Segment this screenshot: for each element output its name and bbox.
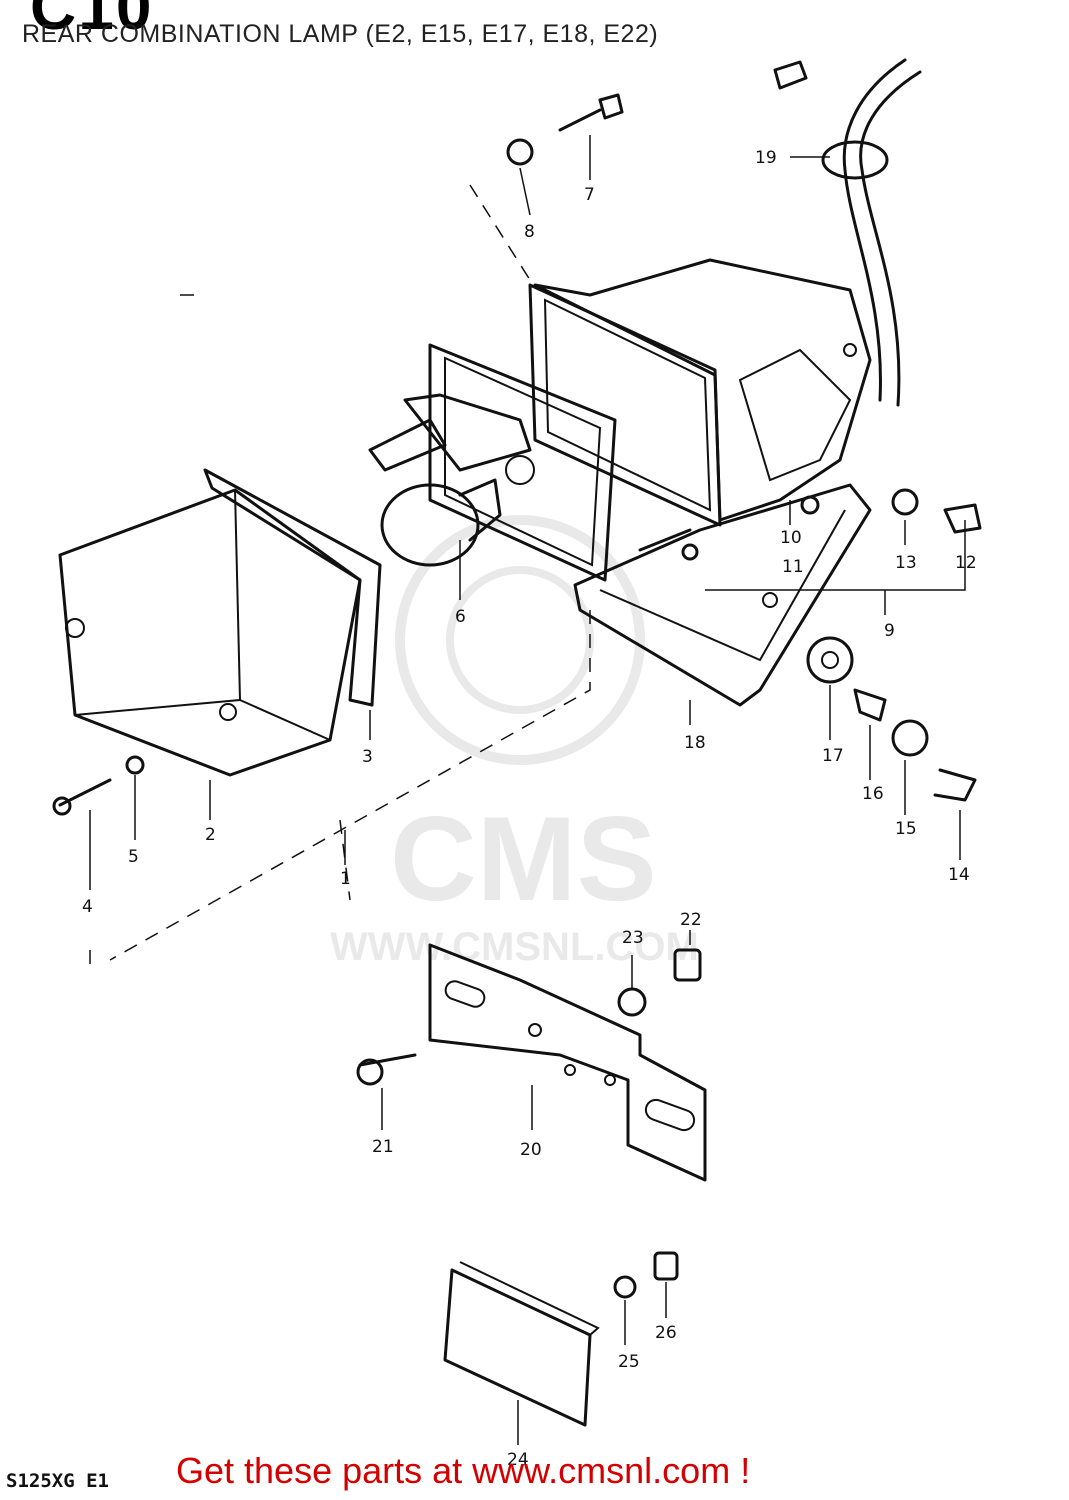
callout-labels: 1 2 3 4 5 6 7 8 9 10 11 12 13 14 15 16 1… — [82, 148, 977, 1470]
license-housing-part — [573, 483, 872, 707]
callout-19: 19 — [755, 148, 777, 168]
callout-7: 7 — [584, 185, 595, 205]
housing-part — [528, 258, 872, 527]
cms-watermark: CMS WWW.CMSNL.COM — [330, 515, 699, 969]
callout-11: 11 — [782, 557, 804, 577]
lens-part — [58, 488, 362, 777]
callout-20: 20 — [520, 1140, 542, 1160]
reflector-part — [443, 1251, 679, 1427]
bulb-part — [368, 418, 502, 567]
alignment-lines — [89, 184, 591, 970]
callout-22: 22 — [680, 910, 702, 930]
callout-10: 10 — [780, 528, 802, 548]
callout-26: 26 — [655, 1323, 677, 1343]
callout-4: 4 — [82, 897, 93, 917]
callout-3: 3 — [362, 747, 373, 767]
callout-14: 14 — [948, 865, 970, 885]
callout-25: 25 — [618, 1352, 640, 1372]
fasteners — [52, 93, 982, 816]
figure-code: C10 — [30, 0, 154, 43]
callout-13: 13 — [895, 553, 917, 573]
callout-5: 5 — [128, 847, 139, 867]
callout-23: 23 — [622, 928, 644, 948]
wire-harness — [773, 58, 922, 407]
callout-6: 6 — [455, 607, 466, 627]
callout-12: 12 — [955, 553, 977, 573]
model-code: S125XG E1 — [6, 1470, 109, 1492]
callout-24: 24 — [507, 1450, 529, 1470]
base-plate-part — [403, 343, 617, 582]
callout-8: 8 — [524, 222, 535, 242]
callout-15: 15 — [895, 819, 917, 839]
watermark-url: WWW.CMSNL.COM — [330, 925, 699, 969]
callout-21: 21 — [372, 1137, 394, 1157]
gasket-part — [203, 468, 382, 707]
parts-link-banner[interactable]: Get these parts at www.cmsnl.com ! — [176, 1450, 751, 1491]
callout-1: 1 — [340, 869, 351, 889]
bracket-part — [356, 943, 707, 1182]
callout-9: 9 — [884, 621, 895, 641]
callout-16: 16 — [862, 784, 884, 804]
page-title: REAR COMBINATION LAMP (E2, E15, E17, E18… — [22, 20, 659, 48]
callout-18: 18 — [684, 733, 706, 753]
callout-17: 17 — [822, 746, 844, 766]
watermark-brand: CMS — [390, 792, 657, 926]
callout-2: 2 — [205, 825, 216, 845]
leader-lines — [89, 135, 966, 1445]
